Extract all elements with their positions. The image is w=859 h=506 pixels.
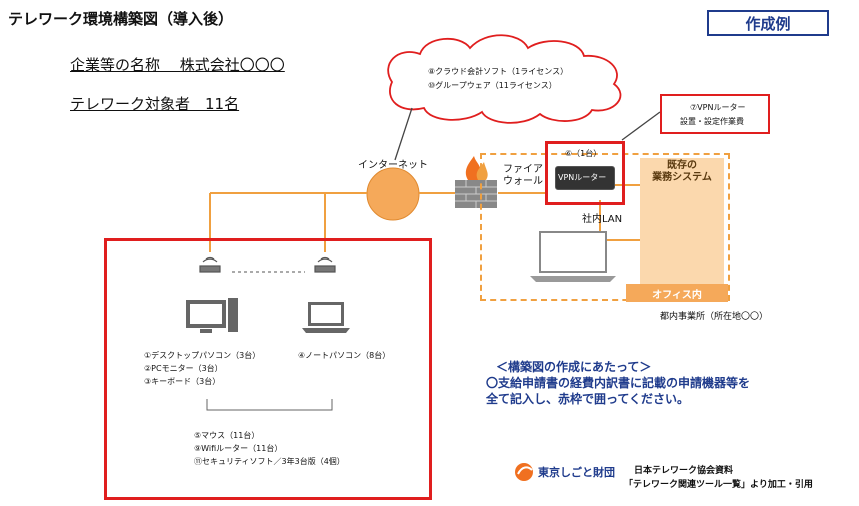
notes-line-1: 〇支給申請書の経費内訳書に記載の申請機器等を — [486, 376, 751, 390]
notebook-item: ④ノートパソコン（8台） — [298, 351, 391, 360]
firewall-label: ファイアウォール — [503, 164, 543, 187]
page-title: テレワーク環境構築図（導入後） — [8, 10, 234, 28]
notes-line-2: 全て記入し、赤枠で囲ってください。 — [486, 392, 690, 406]
example-badge: 作成例 — [707, 10, 829, 36]
lan-label: 社内LAN — [582, 214, 623, 225]
desktop-pc-icon — [186, 298, 238, 333]
firewall-icon — [455, 156, 497, 208]
cloud-line-2: ⑩グループウェア（11ライセンス） — [428, 81, 557, 90]
internet-label: インターネット — [358, 160, 428, 171]
wifi-router-icons — [199, 256, 336, 273]
shared-item-3: ⑪セキュリティソフト／3年3台版（4個） — [194, 457, 345, 466]
device-box — [104, 238, 432, 500]
vpn-setup-line-1: ⑦VPNルーター — [690, 103, 746, 112]
vpn-router-icon — [555, 166, 615, 190]
office-laptop-icon — [530, 231, 616, 282]
desktop-item-1: ①デスクトップパソコン（3台） — [144, 351, 261, 360]
shared-item-1: ⑤マウス（11台） — [194, 431, 260, 440]
desktop-item-2: ②PCモニター（3台） — [144, 364, 223, 373]
office-zone — [480, 153, 730, 301]
shared-item-2: ⑨Wifiルーター（11台） — [194, 444, 283, 453]
foundation-logo-icon — [515, 463, 533, 481]
foundation-logo-text: 東京しごと財団 — [538, 466, 615, 479]
internet-globe — [367, 168, 419, 220]
vpn-setup-line-2: 設置・設定作業費 — [680, 117, 744, 126]
cloud-line-1: ⑧クラウド会計ソフト（1ライセンス） — [428, 67, 569, 76]
company-name: 企業等の名称 株式会社〇〇〇 — [70, 56, 285, 74]
cloud-shape — [387, 34, 622, 124]
notes-heading: ＜構築図の作成にあたって＞ — [496, 360, 652, 374]
vpn-router-box — [545, 141, 625, 205]
footer-line-1: 日本テレワーク協会資料 — [634, 466, 734, 476]
office-inside-tag: オフィス内 — [626, 284, 728, 302]
vpn-router-count: ⑥（1台） — [565, 149, 602, 158]
notebook-pc-icon — [302, 302, 350, 333]
vpn-setup-box — [660, 94, 770, 134]
office-location: 都内事業所（所在地〇〇） — [660, 312, 769, 322]
telework-target: テレワーク対象者 11名 — [70, 95, 240, 113]
desktop-item-3: ③キーボード（3台） — [144, 377, 221, 386]
vpn-router-label: VPNルーター — [558, 173, 607, 182]
footer-line-2: 「テレワーク関連ツール一覧」より加工・引用 — [624, 480, 813, 490]
legacy-system-area — [640, 158, 724, 286]
legacy-system-label: 既存の業務システム — [652, 160, 712, 183]
